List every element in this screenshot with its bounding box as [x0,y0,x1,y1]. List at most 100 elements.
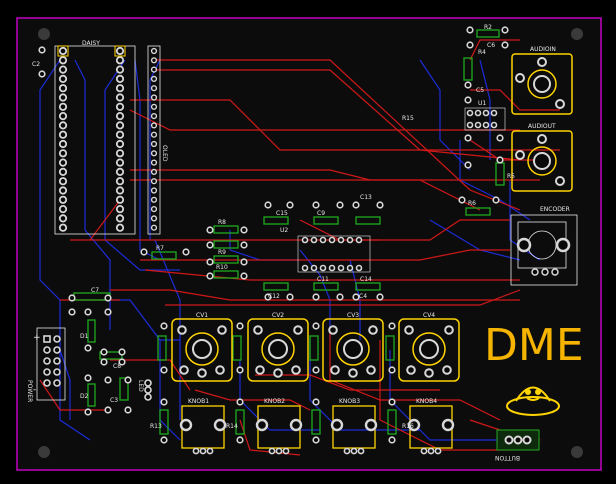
daisy-pin [115,214,125,223]
component-pad [124,406,132,414]
label-c2: C2 [32,61,40,68]
oled-pin [150,215,158,222]
component-pad [236,366,244,374]
label-r14: R14 [226,423,238,430]
u2-chip [297,235,371,273]
oled-pin [150,168,158,176]
cv-pot-2: CV2 [247,312,309,382]
cv-pot-4: CV4 [398,312,460,382]
label-r9: R9 [218,249,226,256]
daisy-module [54,45,136,235]
component-pad [68,308,76,316]
component-pad [206,258,214,266]
daisy-pin [115,112,125,121]
component-pad [312,201,320,209]
u1-chip [464,107,506,131]
component-pad [388,436,396,444]
button-switch [496,429,540,451]
component-pad [312,436,320,444]
label-c15: C15 [276,210,288,217]
component-pad [240,226,248,234]
daisy-pin [58,139,68,149]
daisy-pin [115,74,125,84]
label-r2: R2 [484,24,492,31]
label-c14: C14 [360,276,372,283]
audioin-jack [511,53,573,115]
daisy-pin [58,177,68,186]
component-pad [464,96,472,104]
component-pad [388,366,396,374]
daisy-pin [58,46,68,56]
led-label: LED [137,380,144,392]
component-pad [240,258,248,266]
daisy-pin [58,186,68,195]
mounting-holes [38,28,583,458]
component-pad [182,248,190,256]
component-pad [124,376,132,384]
component-pad [312,366,320,374]
alien-ufo-logo [506,386,560,416]
component-pad [160,366,168,374]
cv-pot-label: CV3 [347,312,359,319]
component-pad [84,308,92,316]
oled-pin [150,140,158,148]
component-pad [118,348,126,356]
cv-pot-label: CV1 [196,312,208,319]
component-pad [84,344,92,352]
oled-pin [150,47,158,55]
component-pad [206,272,214,280]
daisy-pin [58,93,68,102]
component-pad [84,374,92,382]
label-c4: C4 [359,293,367,300]
u2-label: U2 [280,227,288,234]
cv-pot-1: CV1 [171,312,233,382]
daisy-pin [115,139,125,149]
oled-pin [150,187,158,194]
daisy-pin [58,65,68,74]
label-c12: C12 [268,293,280,300]
label-r8: R8 [218,219,226,226]
label-c3: C3 [110,397,118,404]
component-pad [38,46,46,54]
component-pad [501,26,509,34]
component-pad [100,348,108,356]
daisy-pin [115,195,125,204]
knob-jack-4: KNOB4 [407,398,455,455]
oled-pin [150,122,158,129]
oled-pin [150,85,158,92]
daisy-pin [115,56,125,65]
daisy-pin [115,205,125,214]
component-pad [336,293,344,301]
component-pad [466,41,474,49]
component-pad [84,408,92,416]
label-r5: R5 [507,173,515,180]
audioout-jack [511,130,573,192]
label-c5: C5 [476,87,484,94]
daisy-pin [115,186,125,195]
component-pad [160,436,168,444]
board-outline [16,17,602,471]
component-pad [376,293,384,301]
label-c7: C7 [91,287,99,294]
component-pad [240,241,248,249]
label-r6: R6 [468,200,476,207]
cv-pot-label: CV2 [272,312,284,319]
oled-pin [150,112,158,120]
component-pad [104,294,112,302]
component-pad [336,201,344,209]
audioin-label: AUDIOIN [530,46,556,53]
daisy-pin [115,102,125,111]
component-pad [118,358,126,366]
component-pad [264,201,272,209]
daisy-label: DAISY [82,40,100,47]
daisy-pin [115,130,125,139]
daisy-pin [58,102,68,111]
component-pad [240,272,248,280]
component-pad [236,436,244,444]
oled-pin [150,66,158,73]
label-r10: R10 [216,264,228,271]
component-pad [286,293,294,301]
knob-jack-1: KNOB1 [179,398,227,455]
oled-pin [150,94,158,101]
label-r13: R13 [150,423,162,430]
